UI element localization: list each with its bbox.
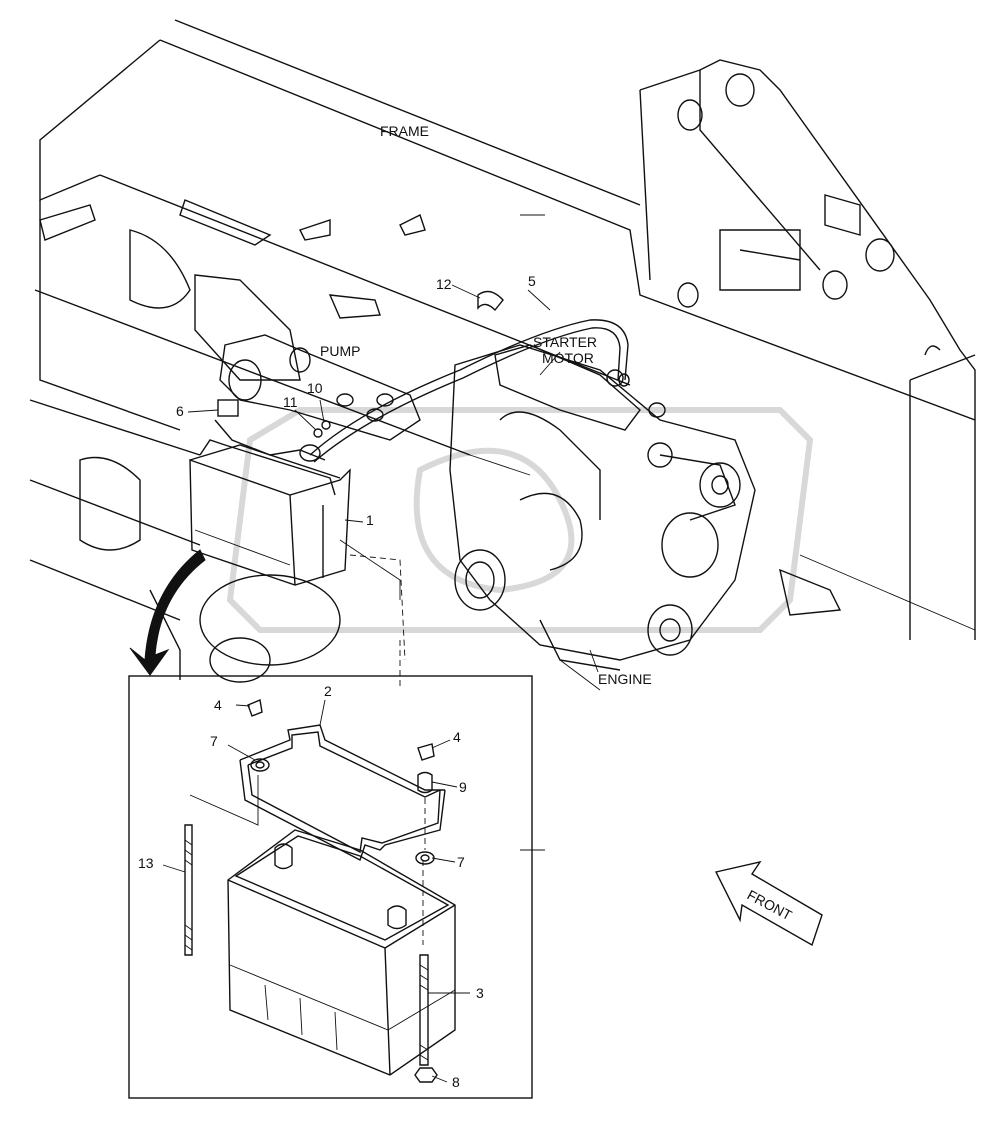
battery-top (189, 399, 406, 690)
callout-6: 6 (176, 403, 184, 419)
small-parts (313, 290, 504, 438)
frame-label: FRAME (380, 123, 429, 139)
callout-1: 1 (366, 512, 374, 528)
frame-structure (29, 19, 976, 683)
front-arrow (714, 860, 823, 947)
battery-detail (227, 829, 456, 1076)
callout-4-right: 4 (453, 729, 461, 745)
pump-label: PUMP (320, 343, 360, 359)
battery-cable (309, 319, 630, 463)
leader-lines (162, 214, 599, 1083)
callout-7-left: 7 (210, 733, 218, 749)
callout-9: 9 (459, 779, 467, 795)
callout-7-right: 7 (457, 854, 465, 870)
hold-down-bracket (239, 724, 446, 865)
callout-13: 13 (138, 855, 154, 871)
starter-motor-label-line1: STARTER (533, 334, 597, 350)
watermark (226, 407, 814, 633)
text-labels: FRAME PUMP STARTER MOTOR ENGINE FRONT (320, 123, 795, 923)
callout-2: 2 (324, 683, 332, 699)
callout-8: 8 (452, 1074, 460, 1090)
callout-5: 5 (528, 273, 536, 289)
callout-12: 12 (436, 276, 452, 292)
callout-3: 3 (476, 985, 484, 1001)
part-callouts: 12 5 10 11 6 1 2 4 4 7 9 7 13 3 8 (138, 273, 536, 1090)
front-label: FRONT (745, 887, 795, 924)
detail-arrow (129, 549, 206, 676)
engine-assembly (449, 344, 756, 691)
callout-10: 10 (307, 380, 323, 396)
callout-11: 11 (283, 394, 298, 410)
starter-motor-label-line2: MOTOR (542, 350, 594, 366)
hardware-detail (184, 699, 438, 1083)
detail-box (128, 675, 533, 1099)
engine-label: ENGINE (598, 671, 652, 687)
callout-4-left: 4 (214, 697, 222, 713)
